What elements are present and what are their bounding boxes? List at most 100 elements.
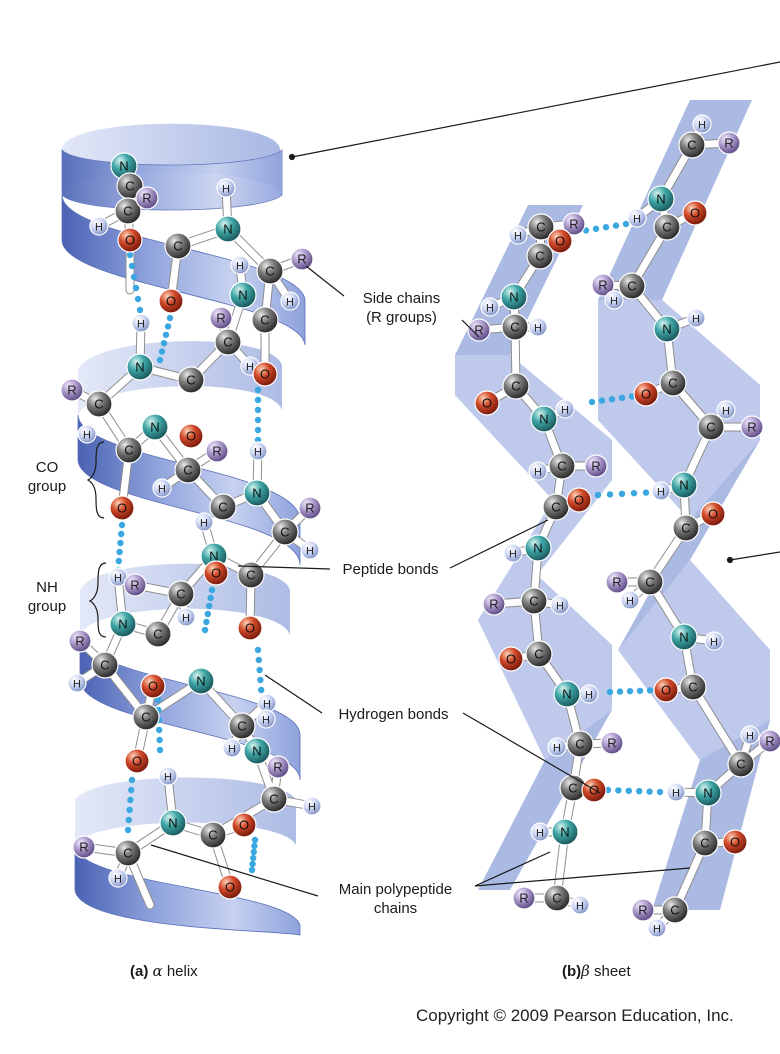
helix-turn-front — [79, 634, 301, 781]
hydrogen-bond-dot — [254, 406, 262, 414]
hydrogen-atom: H — [620, 590, 640, 610]
side-chain-atom: R — [290, 247, 314, 271]
side-chain-atom: R — [584, 454, 608, 478]
oxygen-atom: O — [633, 381, 659, 407]
co-group-label-line1: CO — [35, 459, 59, 476]
atom-symbol: N — [252, 744, 261, 759]
atom-symbol: C — [141, 710, 150, 725]
atom-symbol: H — [164, 772, 172, 784]
hydrogen-atom: H — [89, 216, 109, 236]
nitrogen-atom: N — [229, 281, 257, 309]
atom-symbol: H — [246, 362, 254, 374]
hydrogen-atom: H — [152, 478, 172, 498]
atom-symbol: C — [535, 249, 544, 264]
hydrogen-bond-dot — [618, 394, 626, 401]
atom-symbol: C — [123, 204, 132, 219]
side-chains-label-line1: Side chains — [362, 290, 441, 307]
atom-symbol: H — [254, 447, 262, 459]
hydrogen-bond-dot — [250, 854, 257, 862]
beta-strand-right-light — [598, 300, 760, 520]
side-chain-atom: R — [512, 886, 536, 910]
hydrogen-atom: H — [503, 543, 523, 563]
atom-symbol: R — [305, 501, 314, 516]
atom-symbol: H — [95, 222, 103, 234]
hydrogen-atom: H — [627, 208, 647, 228]
atom-symbol: C — [218, 500, 227, 515]
nh-group-label-line2: group — [27, 598, 67, 615]
atom-symbol: C — [100, 658, 109, 673]
carbon-atom: C — [678, 131, 706, 159]
hydrogen-bond-dot — [622, 220, 630, 228]
hydrogen-bond-dot — [656, 788, 664, 796]
atom-symbol: R — [75, 634, 84, 649]
co-group-label: CO group — [18, 458, 76, 496]
atom-symbol: H — [286, 297, 294, 309]
atom-symbol: N — [238, 288, 247, 303]
side-chain-atom: R — [605, 570, 629, 594]
atom-symbol: N — [252, 486, 261, 501]
carbon-atom: C — [177, 366, 205, 394]
side-chain-atom: R — [60, 378, 84, 402]
atom-symbol: O — [506, 652, 516, 667]
hydrogen-atom: H — [530, 822, 550, 842]
atom-symbol: C — [511, 379, 520, 394]
hydrogen-bond-dot — [118, 521, 126, 529]
atom-symbol: C — [260, 313, 269, 328]
atom-symbol: H — [158, 484, 166, 496]
atom-symbol: H — [746, 731, 754, 743]
atom-symbol: C — [125, 179, 134, 194]
side-chain-atom: R — [631, 898, 655, 922]
hydrogen-bond-dot — [124, 826, 132, 834]
hydrogen-atom: H — [230, 255, 250, 275]
hydrogen-atom: H — [740, 725, 760, 745]
carbon-atom: C — [527, 213, 555, 241]
atom-symbol: C — [183, 463, 192, 478]
carbon-atom: C — [144, 620, 172, 648]
atom-symbol: H — [262, 715, 270, 727]
hydrogen-atom: H — [604, 290, 624, 310]
carbon-atom: C — [566, 730, 594, 758]
atom-symbol: O — [708, 507, 718, 522]
carbon-atom: C — [543, 884, 571, 912]
atom-symbol: C — [269, 792, 278, 807]
atom-symbol: O — [661, 683, 671, 698]
atom-symbol: R — [474, 323, 483, 338]
hydrogen-bond-dot — [134, 295, 142, 303]
hydrogen-bond-dot — [255, 656, 262, 664]
atom-symbol: C — [186, 373, 195, 388]
oxygen-atom: O — [566, 487, 592, 513]
atom-symbol: R — [591, 459, 600, 474]
hydrogen-bond-dot — [132, 284, 140, 292]
helix-turn-back — [62, 123, 280, 195]
atom-symbol: H — [236, 261, 244, 273]
caption-alpha-greek: α — [152, 962, 163, 980]
atom-symbol: R — [142, 191, 151, 206]
hydrogen-bond-dot — [257, 676, 264, 684]
atom-symbol: H — [610, 296, 618, 308]
carbon-atom: C — [525, 640, 553, 668]
hydrogen-bond-dot — [156, 356, 164, 364]
atom-symbol: R — [67, 383, 76, 398]
hydrogen-bonds-leader-b — [462, 712, 601, 794]
atom-symbol: O — [555, 234, 565, 249]
side-chain-atom: R — [591, 273, 615, 297]
atom-symbol: R — [724, 136, 733, 151]
atom-symbol: H — [200, 518, 208, 530]
atom-symbol: O — [260, 367, 270, 382]
side-chains-leader-b — [461, 319, 480, 338]
hydrogen-bond-dot — [207, 594, 214, 602]
hydrogen-atom: H — [256, 709, 276, 729]
atom-symbol: C — [670, 903, 679, 918]
carbon-atom: C — [697, 413, 725, 441]
atom-symbol: R — [747, 420, 756, 435]
hydrogen-atom: H — [300, 540, 320, 560]
atom-symbol: O — [482, 396, 492, 411]
side-chain-atom: R — [68, 629, 92, 653]
atom-symbol: N — [533, 541, 542, 556]
atom-symbol: H — [576, 901, 584, 913]
atom-symbol: C — [94, 397, 103, 412]
atom-symbol: C — [208, 828, 217, 843]
carbon-atom: C — [132, 703, 160, 731]
atom-symbol: O — [730, 835, 740, 850]
hydrogen-bond-dot — [162, 331, 170, 338]
